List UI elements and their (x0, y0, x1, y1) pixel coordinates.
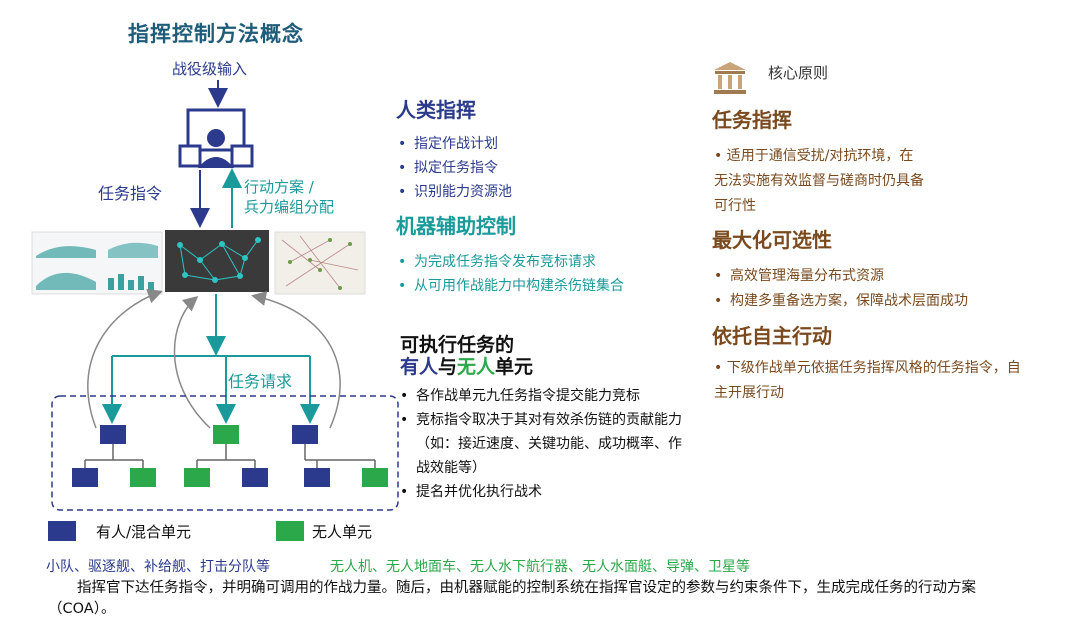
unmanned-examples: 无人机、无人地面车、无人水下航行器、无人水面艇、导弹、卫星等 (330, 556, 750, 576)
legend-unmanned-label: 无人单元 (312, 521, 372, 542)
feedback-curve (254, 296, 340, 428)
list-item: 各作战单元九任务指令提交能力竞标 (400, 384, 690, 408)
commander-icon (180, 110, 252, 168)
campaign-input-label: 战役级输入 (172, 58, 247, 79)
machine-control-heading: 机器辅助控制 (396, 210, 516, 239)
page-title: 指挥控制方法概念 (128, 18, 304, 48)
list-item: 识别能力资源池 (398, 180, 512, 204)
max-options-heading: 最大化可选性 (712, 224, 832, 253)
unmanned-unit-node (213, 425, 239, 444)
manned-word: 有人 (400, 356, 438, 378)
list-item: 高效管理海量分布式资源 (714, 264, 968, 289)
list-item: 拟定任务指令 (398, 156, 512, 180)
max-options-list: 高效管理海量分布式资源 构建多重备选方案，保障战术层面成功 (714, 264, 968, 314)
list-item: 提名并优化执行战术 (400, 480, 690, 504)
list-item: 指定作战计划 (398, 132, 512, 156)
feedback-curve (88, 292, 160, 428)
autonomy-text: • 下级作战单元依据任务指挥风格的任务指令，自主开展行动 (714, 356, 1034, 406)
unmanned-word: 无人 (457, 356, 495, 378)
list-item: 构建多重备选方案，保障战术层面成功 (714, 289, 968, 314)
coa-label-line2: 兵力编组分配 (244, 197, 334, 217)
mission-command-text: • 适用于通信受扰/对抗环境，在无法实施有效监督与磋商时仍具备可行性 (714, 144, 924, 219)
analytics-thumbnail (32, 232, 162, 294)
human-command-heading: 人类指挥 (396, 94, 476, 123)
list-item: 从可用作战能力中构建杀伤链集合 (398, 274, 624, 298)
coa-label-line1: 行动方案 / (244, 177, 334, 197)
core-principles-label: 核心原则 (768, 62, 828, 83)
autonomy-heading: 依托自主行动 (712, 320, 832, 349)
unmanned-unit-node (130, 468, 156, 487)
task-order-label: 任务指令 (98, 180, 162, 204)
manned-examples: 小队、驱逐舰、补给舰、打击分队等 (46, 556, 270, 576)
pillar-icon (712, 60, 748, 96)
human-command-list: 指定作战计划 拟定任务指令 识别能力资源池 (398, 132, 512, 204)
machine-control-list: 为完成任务指令发布竞标请求 从可用作战能力中构建杀伤链集合 (398, 250, 624, 298)
manned-unit-node (242, 468, 268, 487)
mission-command-heading: 任务指挥 (712, 104, 792, 133)
legend-unmanned-swatch (276, 521, 304, 541)
graph-thumbnail (275, 232, 365, 294)
manned-unit-node (292, 425, 318, 444)
legend-manned-swatch (48, 521, 76, 541)
unmanned-unit-node (184, 468, 210, 487)
list-item: 为完成任务指令发布竞标请求 (398, 250, 624, 274)
network-panel (165, 230, 269, 292)
footer-caption: 指挥官下达任务指令，并明确可调用的作战力量。随后，由机器赋能的控制系统在指挥官设… (48, 578, 1028, 620)
coa-label: 行动方案 / 兵力编组分配 (244, 177, 334, 217)
unmanned-unit-node (362, 468, 388, 487)
legend-manned-label: 有人/混合单元 (96, 521, 191, 542)
units-word: 单元 (495, 356, 533, 378)
manned-unit-node (304, 468, 330, 487)
manned-unit-node (72, 468, 98, 487)
feedback-curve (174, 298, 210, 428)
executable-units-subtitle: 有人与无人单元 (400, 352, 533, 379)
list-item: 竞标指令取决于其对有效杀伤链的贡献能力（如：接近速度、关键功能、成功概率、作战效… (400, 408, 690, 480)
executable-units-list: 各作战单元九任务指令提交能力竞标 竞标指令取决于其对有效杀伤链的贡献能力（如：接… (400, 384, 690, 504)
and-word: 与 (438, 356, 457, 378)
manned-unit-node (100, 425, 126, 444)
task-request-label: 任务请求 (228, 368, 292, 392)
